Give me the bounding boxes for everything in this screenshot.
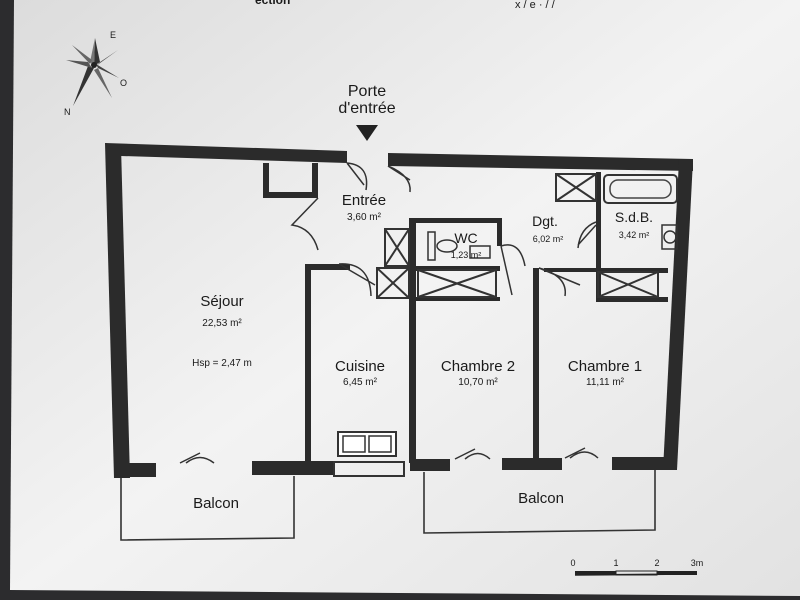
room-area-wc: 1,23 m² — [451, 250, 482, 260]
cupboards — [376, 173, 659, 299]
bathtub-icon — [603, 174, 678, 204]
scale-tick-1: 1 — [613, 558, 618, 568]
room-name-chambre2: Chambre 2 — [441, 358, 515, 375]
header-fragment-right: x / e · / / — [515, 0, 556, 11]
compass-east-label: E — [110, 30, 116, 40]
compass-other-label: O — [120, 78, 127, 88]
toilet-icon — [427, 231, 491, 261]
scale-tick-2: 2 — [654, 558, 659, 568]
room-name-chambre1: Chambre 1 — [568, 358, 642, 375]
room-area-dgt: 6,02 m² — [533, 234, 564, 244]
room-area-chambre1: 11,11 m² — [586, 377, 625, 388]
room-area-sejour: 22,53 m² — [202, 318, 242, 329]
room-area-chambre2: 10,70 m² — [458, 377, 498, 388]
kitchen-sink-icon — [333, 431, 405, 477]
room-name-dgt: Dgt. — [532, 213, 558, 229]
balcony-label-left: Balcon — [193, 495, 239, 512]
scale-bar — [574, 570, 698, 576]
header-fragment-left: ection — [255, 0, 290, 7]
exterior-walls — [105, 143, 693, 478]
entrance-label-line2: d'entrée — [338, 100, 395, 117]
scale-tick-3: 3m — [691, 558, 704, 568]
entrance-label-line1: Porte — [348, 83, 386, 100]
entrance-arrow-icon — [356, 125, 378, 141]
room-area-entree: 3,60 m² — [347, 212, 382, 223]
interior-walls — [263, 163, 668, 464]
balcony-label-right: Balcon — [518, 490, 564, 507]
scale-tick-0: 0 — [570, 558, 575, 568]
door-swings — [179, 162, 599, 464]
room-area-sdb: 3,42 m² — [619, 230, 650, 240]
room-area-cuisine: 6,45 m² — [343, 377, 378, 388]
room-height-sejour: Hsp = 2,47 m — [192, 358, 252, 369]
compass-north-label: N — [64, 107, 71, 117]
room-name-sdb: S.d.B. — [615, 209, 653, 225]
washbasin-icon — [661, 224, 678, 250]
balcony-outlines — [120, 470, 656, 541]
room-name-cuisine: Cuisine — [335, 358, 385, 375]
compass-rose-icon — [66, 38, 119, 106]
room-name-entree: Entrée — [342, 192, 386, 209]
room-name-sejour: Séjour — [200, 293, 243, 310]
room-name-wc: WC — [454, 230, 477, 246]
